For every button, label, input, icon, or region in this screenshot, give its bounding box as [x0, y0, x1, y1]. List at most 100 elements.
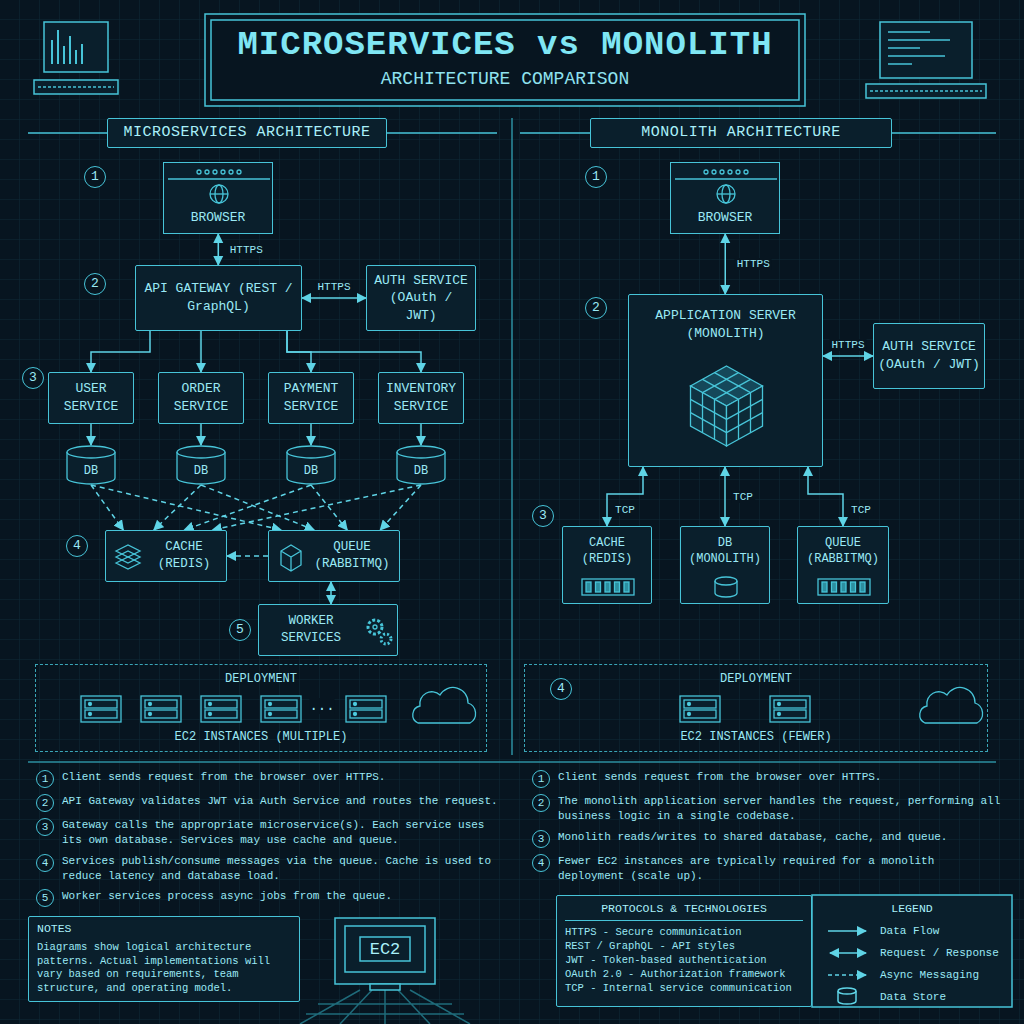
drawing-stroke — [691, 366, 763, 406]
drawing-stroke — [750, 393, 751, 433]
drawing-stroke — [684, 700, 716, 708]
node-text: APPLICATION SERVER (MONOLITH) — [633, 307, 818, 342]
drawing-stroke — [205, 710, 237, 718]
node-text: DEPLOYMENT — [225, 671, 297, 687]
drawing-stroke — [34, 80, 118, 94]
node-text: EC2 INSTANCES (MULTIPLE) — [175, 729, 348, 745]
drawing-stroke — [149, 713, 152, 716]
drawing-stroke — [727, 386, 763, 446]
callout-number: 3 — [36, 818, 54, 836]
drawing-stroke — [624, 582, 629, 592]
section-header: MONOLITH ARCHITECTURE — [590, 118, 892, 148]
drawing-stroke — [615, 582, 620, 592]
node-text: CACHE (REDIS) — [146, 539, 222, 573]
drawing-stroke — [688, 713, 691, 716]
notes-list: 1Client sends request from the browser o… — [532, 770, 1002, 889]
callout-number: 4 — [36, 854, 54, 872]
node-text: QUEUE (RABBITMQ) — [802, 535, 884, 567]
drawing-stroke — [738, 399, 739, 439]
drawing-stroke — [229, 170, 233, 174]
drawing-stroke — [287, 452, 335, 484]
drawing-stroke — [44, 22, 108, 72]
notes-list: 1Client sends request from the browser o… — [36, 770, 506, 913]
drawing-stroke — [720, 170, 724, 174]
frames — [28, 14, 1012, 1007]
note-text: Client sends request from the browser ov… — [558, 770, 881, 785]
database-cylinder: DB — [176, 445, 226, 485]
node-text: JWT - Token-based authentication — [565, 953, 803, 967]
drawing-stroke — [397, 446, 445, 458]
connector — [823, 355, 873, 357]
callout-number: 1 — [36, 770, 54, 788]
drawing-stroke — [828, 930, 866, 932]
callout-number: 1 — [585, 166, 607, 188]
callout-number: 3 — [22, 367, 44, 389]
drawing-stroke — [201, 696, 241, 722]
service-box: PAYMENT SERVICE — [268, 372, 354, 424]
note-row: 4Fewer EC2 instances are typically requi… — [532, 854, 1002, 884]
drawing-stroke — [209, 703, 212, 706]
drawing-stroke — [838, 988, 856, 994]
drawing-stroke — [38, 86, 114, 88]
legend-text: Request / Response — [880, 945, 999, 961]
connector — [91, 331, 150, 372]
drawing-stroke — [691, 386, 727, 446]
connector — [607, 467, 643, 526]
node-text: BROWSER — [698, 209, 753, 227]
drawing-stroke — [335, 918, 435, 984]
drawing-stroke — [812, 895, 1012, 1007]
server-box: APPLICATION SERVER (MONOLITH) — [628, 294, 823, 467]
protocol-table: PROTOCOLS & TECHNOLOGIESHTTPS - Secure c… — [556, 895, 812, 1007]
drawing-stroke — [605, 582, 610, 592]
drawing-stroke — [368, 620, 382, 634]
drawing-stroke — [354, 713, 357, 716]
drawing-stroke — [281, 545, 301, 571]
drawing-stroke — [586, 582, 591, 592]
edge-label: TCP — [849, 504, 873, 516]
connector — [227, 555, 268, 557]
node-text: REST / GraphQL - API styles — [565, 939, 803, 953]
callout-number: 3 — [532, 505, 554, 527]
note-row: 4Services publish/consume messages via t… — [36, 854, 506, 884]
node-text: EC2 INSTANCES (FEWER) — [680, 729, 831, 745]
subtitle: ARCHITECTURE COMPARISON — [211, 66, 799, 92]
drawing-stroke — [85, 710, 117, 718]
drawing-stroke — [168, 178, 270, 179]
drawing-stroke — [145, 710, 177, 718]
database-cylinder: DB — [286, 445, 336, 485]
title: MICROSERVICES vs MONOLITH — [211, 24, 799, 66]
service-box: AUTH SERVICE (OAuth / JWT) — [366, 265, 476, 331]
drawing-stroke — [413, 687, 476, 723]
callout-number: 3 — [532, 830, 550, 848]
connector — [287, 331, 421, 372]
note-row: 2The monolith application server handles… — [532, 794, 1002, 824]
service-box: INVENTORY SERVICE — [378, 372, 464, 424]
callout-number: 2 — [84, 273, 106, 295]
drawing-stroke — [116, 551, 140, 563]
note-row: 2API Gateway validates JWT via Auth Serv… — [36, 794, 506, 812]
drawing-stroke — [727, 413, 763, 433]
node-text: AUTH SERVICE (OAuth / JWT) — [371, 272, 471, 325]
node-text: TCP - Internal service communication — [565, 981, 803, 995]
service-box: CACHE (REDIS) — [105, 530, 227, 582]
drawing-stroke — [704, 170, 708, 174]
legend-text: Async Messaging — [880, 967, 979, 983]
service-box: WORKER SERVICES — [258, 604, 398, 656]
drawing-stroke — [205, 170, 209, 174]
service-box: API GATEWAY (REST / GraphQL) — [135, 265, 302, 331]
connector — [311, 485, 347, 530]
drawing-stroke — [841, 582, 846, 592]
drawing-stroke — [715, 581, 737, 597]
drawing-stroke — [197, 170, 201, 174]
drawing-stroke — [381, 634, 391, 644]
edge-label: HTTPS — [829, 339, 866, 351]
drawing-stroke — [89, 703, 92, 706]
note-row: 5Worker services process async jobs from… — [36, 889, 506, 907]
callout-number: 2 — [585, 297, 607, 319]
drawing-stroke — [177, 452, 225, 484]
drawing-stroke — [736, 170, 740, 174]
connector — [91, 485, 281, 530]
node-text: MONOLITH ARCHITECTURE — [641, 123, 841, 143]
drawing-stroke — [149, 703, 152, 706]
